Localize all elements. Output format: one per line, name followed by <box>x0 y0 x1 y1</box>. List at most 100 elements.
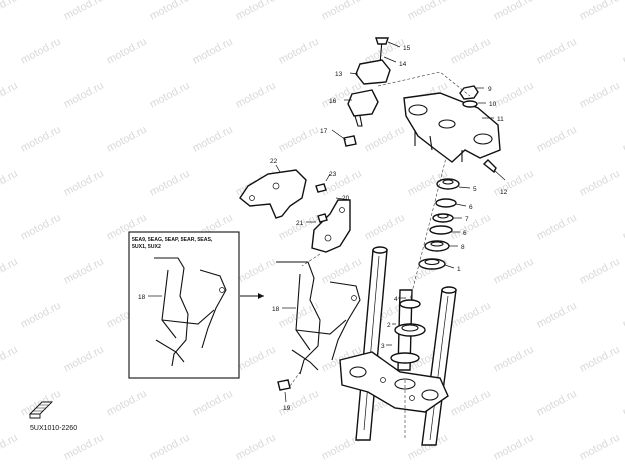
watermark-text: motod.ru <box>19 300 63 331</box>
callout-14: 14 <box>399 61 407 68</box>
watermark-text: motod.ru <box>234 0 278 23</box>
callout-12: 12 <box>500 189 508 196</box>
watermark-text: motod.ru <box>0 168 20 199</box>
watermark-text: motod.ru <box>62 432 106 463</box>
watermark-text: motod.ru <box>277 388 321 419</box>
callout-11: 11 <box>497 116 504 123</box>
callout-5: 5 <box>473 186 477 193</box>
watermark-text: motod.ru <box>449 300 493 331</box>
callout-22: 22 <box>270 158 278 165</box>
watermark-text: motod.ru <box>191 36 235 67</box>
watermark-text: motod.ru <box>535 124 579 155</box>
watermark-text: motod.ru <box>62 168 106 199</box>
callout-23: 23 <box>329 171 337 178</box>
callout-13: 13 <box>335 71 343 78</box>
watermark-text: motod.ru <box>492 168 536 199</box>
callout-15: 15 <box>403 45 411 52</box>
upper-bracket <box>403 85 506 181</box>
watermark-text: motod.ru <box>62 344 106 375</box>
watermark-text: motod.ru <box>535 388 579 419</box>
watermark-text: motod.ru <box>363 124 407 155</box>
watermark-text: motod.ru <box>449 212 493 243</box>
inset-caption-line-2: 5UX1, 5UX2 <box>132 244 161 250</box>
watermark-text: motod.ru <box>535 212 579 243</box>
watermark-text: motod.ru <box>621 300 625 331</box>
watermark-text: motod.ru <box>62 256 106 287</box>
watermark-text: motod.ru <box>535 36 579 67</box>
watermark-text: motod.ru <box>0 432 20 463</box>
watermark-text: motod.ru <box>0 256 20 287</box>
watermark-text: motod.ru <box>320 0 364 23</box>
diagram-code: 5UX1010-2260 <box>30 425 77 432</box>
steering-bearings <box>390 149 460 364</box>
watermark-text: motod.ru <box>234 256 278 287</box>
callout-8: 8 <box>461 244 465 251</box>
watermark-text: motod.ru <box>406 0 450 23</box>
watermark-text: motod.ru <box>191 124 235 155</box>
watermark-text: motod.ru <box>621 124 625 155</box>
watermark-text: motod.ru <box>234 80 278 111</box>
callout-6a: 6 <box>469 204 473 211</box>
watermark-text: motod.ru <box>449 36 493 67</box>
watermark-text: motod.ru <box>535 300 579 331</box>
watermark-text: motod.ru <box>62 80 106 111</box>
watermark-text: motod.ru <box>277 36 321 67</box>
watermark-text: motod.ru <box>105 124 149 155</box>
watermark-text: motod.ru <box>621 212 625 243</box>
watermark-text: motod.ru <box>191 388 235 419</box>
watermark-text: motod.ru <box>19 212 63 243</box>
watermark-text: motod.ru <box>492 80 536 111</box>
watermark-text: motod.ru <box>277 300 321 331</box>
watermark-text: motod.ru <box>277 124 321 155</box>
watermark-text: motod.ru <box>0 0 20 23</box>
watermark-text: motod.ru <box>148 168 192 199</box>
watermark-text: motod.ru <box>105 388 149 419</box>
watermark-text: motod.ru <box>148 80 192 111</box>
inset-caption-line-1: 5EA9, 5EAG, 5EAP, 5EAR, 5EAS, <box>132 237 213 243</box>
watermark-text: motod.ru <box>578 0 622 23</box>
watermark-text: motod.ru <box>363 212 407 243</box>
callout-3: 3 <box>381 343 385 350</box>
watermark-text: motod.ru <box>578 168 622 199</box>
watermark-text: motod.ru <box>449 388 493 419</box>
callout-18: 18 <box>272 306 280 313</box>
watermark-text: motod.ru <box>19 36 63 67</box>
watermark-text: motod.ru <box>234 344 278 375</box>
callout-17: 17 <box>320 128 328 135</box>
headlight-stay <box>276 253 361 391</box>
variant-inset <box>128 231 264 379</box>
watermark-text: motod.ru <box>492 344 536 375</box>
watermark-text: motod.ru <box>105 36 149 67</box>
headlight-brackets <box>239 169 351 253</box>
callout-21: 21 <box>296 220 304 227</box>
watermark-text: motod.ru <box>492 0 536 23</box>
watermark-text: motod.ru <box>578 80 622 111</box>
watermark-text: motod.ru <box>320 256 364 287</box>
callout-18-inset: 18 <box>138 294 146 301</box>
watermark-text: motod.ru <box>148 0 192 23</box>
watermark-text: motod.ru <box>234 432 278 463</box>
callout-9: 9 <box>488 86 492 93</box>
watermark-text: motod.ru <box>492 432 536 463</box>
leader-lines <box>148 41 494 403</box>
watermark-text: motod.ru <box>62 0 106 23</box>
watermark-text: motod.ru <box>621 388 625 419</box>
watermark-text: motod.ru <box>19 124 63 155</box>
orientation-icon <box>28 401 54 419</box>
watermark-text: motod.ru <box>578 344 622 375</box>
watermark-text: motod.ru <box>0 80 20 111</box>
callout-19: 19 <box>283 405 291 412</box>
watermark-text: motod.ru <box>148 432 192 463</box>
watermark-text: motod.ru <box>578 256 622 287</box>
callout-10: 10 <box>489 101 497 108</box>
callout-1: 1 <box>457 266 461 273</box>
callout-4: 4 <box>394 296 398 303</box>
watermark-text: motod.ru <box>492 256 536 287</box>
callout-labels: 15 14 13 16 17 9 10 11 12 5 6 7 6 8 1 4 … <box>138 45 508 412</box>
handlebar-holders <box>343 37 471 147</box>
callout-16: 16 <box>329 98 337 105</box>
watermark-text: motod.ru <box>621 36 625 67</box>
